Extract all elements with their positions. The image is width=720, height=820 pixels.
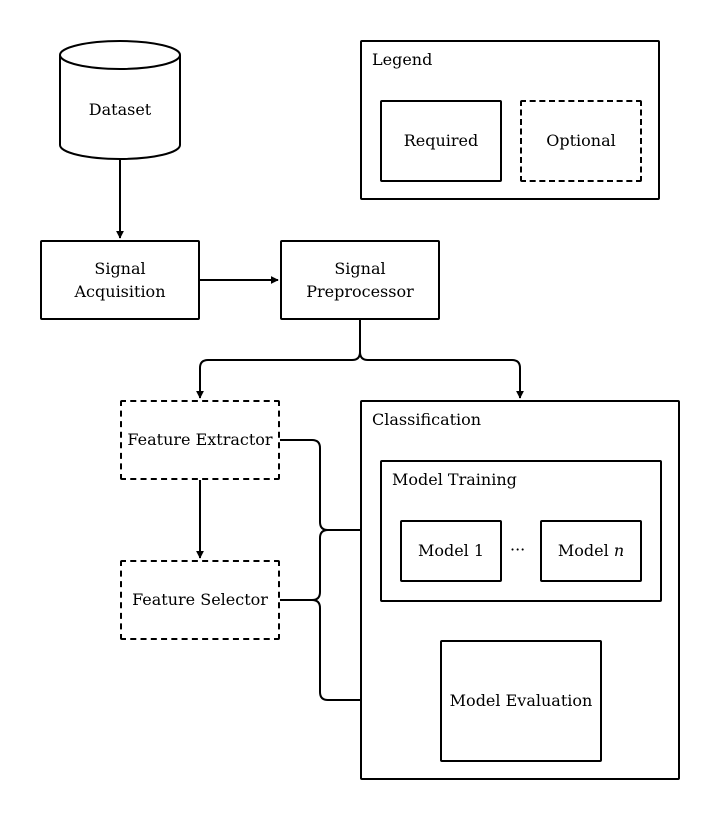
signal-acquisition-box: Signal Acquisition — [40, 240, 200, 320]
signal-preprocessor-box: Signal Preprocessor — [280, 240, 440, 320]
model-n-variable: n — [613, 541, 625, 561]
arrow-preprocessor-to-extractor — [196, 320, 361, 399]
model-n-box: Model n — [540, 520, 642, 582]
models-ellipsis: ··· — [510, 540, 526, 559]
dataset-cylinder — [59, 40, 181, 160]
model-1-box: Model 1 — [400, 520, 502, 582]
legend-title: Legend — [372, 50, 433, 69]
classification-panel: Classification Model Training Model 1 ··… — [360, 400, 680, 780]
legend-panel: Legend Required Optional — [360, 40, 660, 200]
classification-title: Classification — [372, 410, 482, 429]
model-training-panel: Model Training Model 1 ··· Model n — [380, 460, 662, 602]
arrow-preprocessor-to-classification — [359, 320, 524, 399]
legend-required-box: Required — [380, 100, 502, 182]
legend-optional-box: Optional — [520, 100, 642, 182]
feature-selector-box: Feature Selector — [120, 560, 280, 640]
arrow-selector-to-evaluation — [280, 599, 439, 704]
feature-extractor-box: Feature Extractor — [120, 400, 280, 480]
model-evaluation-box: Model Evaluation — [440, 640, 602, 762]
model-training-title: Model Training — [392, 470, 517, 489]
model-n-prefix: Model — [557, 541, 614, 561]
dataset-label: Dataset — [88, 100, 152, 119]
